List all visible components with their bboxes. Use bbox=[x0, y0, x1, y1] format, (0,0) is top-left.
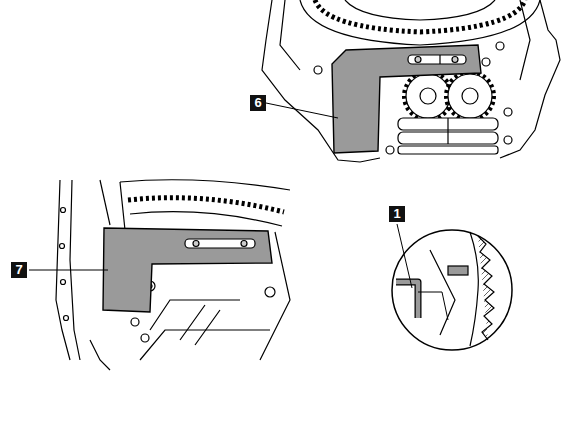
top-view bbox=[262, 0, 560, 162]
callout-number: 7 bbox=[11, 262, 27, 278]
callout-number: 1 bbox=[389, 206, 405, 222]
callout-number: 6 bbox=[250, 95, 266, 111]
bottom-view bbox=[29, 180, 290, 370]
detail-view bbox=[392, 224, 512, 350]
